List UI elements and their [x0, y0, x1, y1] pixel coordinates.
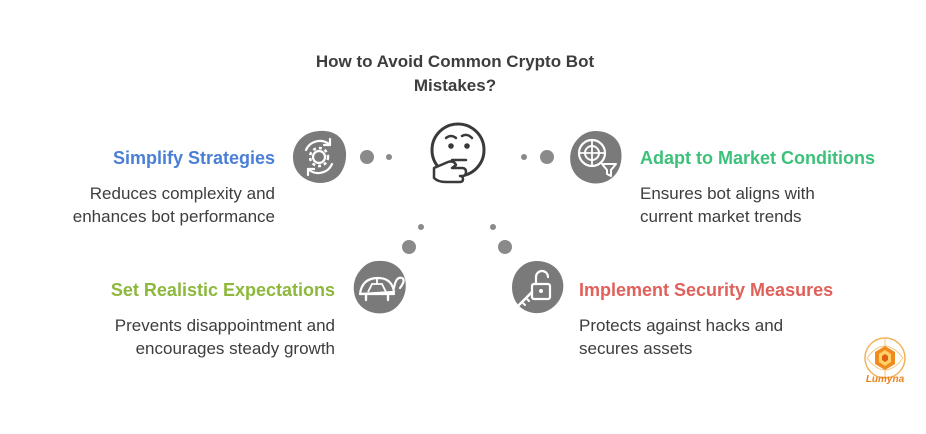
radar-filter-icon: [570, 131, 622, 184]
unlock-icon: [512, 261, 564, 314]
turtle-icon: [353, 260, 406, 314]
realistic-heading: Set Realistic Expectations: [110, 280, 335, 300]
connector-dot: [521, 154, 527, 160]
logo-wordmark: Lumyna: [865, 374, 905, 385]
brand-logo: Lumyna: [857, 336, 913, 392]
adapt-heading: Adapt to Market Conditions: [640, 148, 875, 168]
connector-dot: [360, 150, 374, 164]
connector-dot: [386, 154, 392, 160]
lumyna-logo-icon: [864, 337, 906, 379]
gear-cycle-icon: [293, 130, 347, 183]
security-heading: Implement Security Measures: [579, 280, 834, 300]
connector-dot: [490, 224, 496, 230]
simplify-description: Reduces complexity and enhances bot perf…: [72, 184, 275, 226]
connector-dot: [402, 240, 416, 254]
security-description: Protects against hacks and secures asset…: [579, 316, 784, 358]
connector-dot: [418, 224, 424, 230]
adapt-description: Ensures bot aligns with current market t…: [640, 184, 815, 226]
connector-dot: [540, 150, 554, 164]
connector-dot: [498, 240, 512, 254]
simplify-heading: Simplify Strategies: [112, 148, 275, 168]
realistic-description: Prevents disappointment and encourages s…: [114, 316, 335, 358]
diagram-title: How to Avoid Common Crypto Bot Mistakes?: [315, 52, 595, 95]
thinking-face-icon: [430, 122, 486, 184]
